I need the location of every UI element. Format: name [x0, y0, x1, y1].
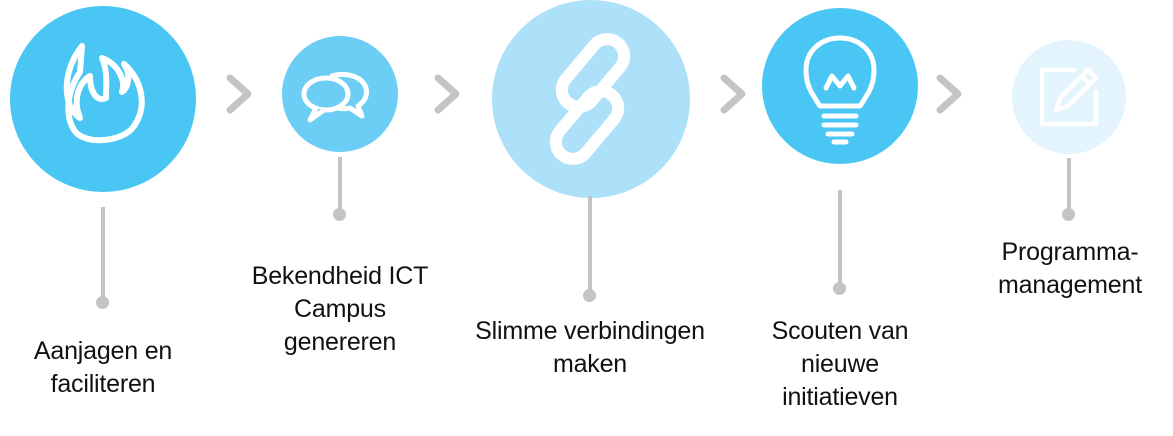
- step-2-label-line-2: Campus: [294, 295, 386, 323]
- step-3-label-line-1: Slimme verbindingen: [475, 317, 705, 345]
- step-1-connector-dot: [96, 296, 109, 309]
- step-5-connector: [1067, 158, 1071, 210]
- step-4-label-line-1: Scouten van: [771, 317, 909, 345]
- step-1-connector: [101, 207, 105, 297]
- flame-icon: [63, 43, 145, 144]
- step-4-connector: [838, 190, 842, 285]
- step-4-label: Scouten van nieuwe initiatieven: [730, 315, 950, 414]
- step-1-label-line-2: faciliteren: [50, 370, 156, 398]
- step-4-label-line-2: nieuwe: [800, 350, 880, 378]
- step-1-label: Aanjagen en faciliteren: [3, 335, 203, 401]
- step-3-label: Slimme verbindingen maken: [440, 315, 740, 381]
- step-2-connector-dot: [333, 208, 346, 221]
- chevron-right-icon: [936, 74, 962, 114]
- edit-pencil-icon: [1039, 67, 1099, 127]
- step-2-circle: [282, 36, 398, 152]
- step-1-label-line-1: Aanjagen en: [33, 337, 173, 365]
- step-5-label-line-1: Programma-: [1001, 238, 1139, 266]
- speech-bubbles-icon: [301, 72, 369, 123]
- step-5-label: Programma- management: [970, 236, 1170, 302]
- step-2-label-line-1: Bekendheid ICT: [251, 262, 429, 290]
- step-4-circle: [762, 8, 918, 164]
- step-2-connector: [338, 157, 342, 209]
- chevron-right-icon: [720, 74, 746, 114]
- step-3-connector-dot: [583, 289, 596, 302]
- step-4-connector-dot: [833, 282, 846, 295]
- chevron-right-icon: [226, 74, 252, 114]
- step-5-circle: [1012, 40, 1126, 154]
- step-2-label: Bekendheid ICT Campus genereren: [220, 260, 460, 359]
- chain-link-icon: [549, 33, 631, 165]
- step-2-label-line-3: genereren: [283, 328, 397, 356]
- lightbulb-icon: [803, 35, 877, 145]
- step-4-label-line-3: initiatieven: [782, 383, 898, 411]
- step-3-label-line-2: maken: [552, 350, 628, 378]
- step-5-label-line-2: management: [998, 271, 1142, 299]
- step-5-connector-dot: [1062, 208, 1075, 221]
- step-1-circle: [10, 6, 196, 192]
- step-3-circle: [492, 0, 690, 198]
- chevron-right-icon: [434, 74, 460, 114]
- step-3-connector: [588, 196, 592, 292]
